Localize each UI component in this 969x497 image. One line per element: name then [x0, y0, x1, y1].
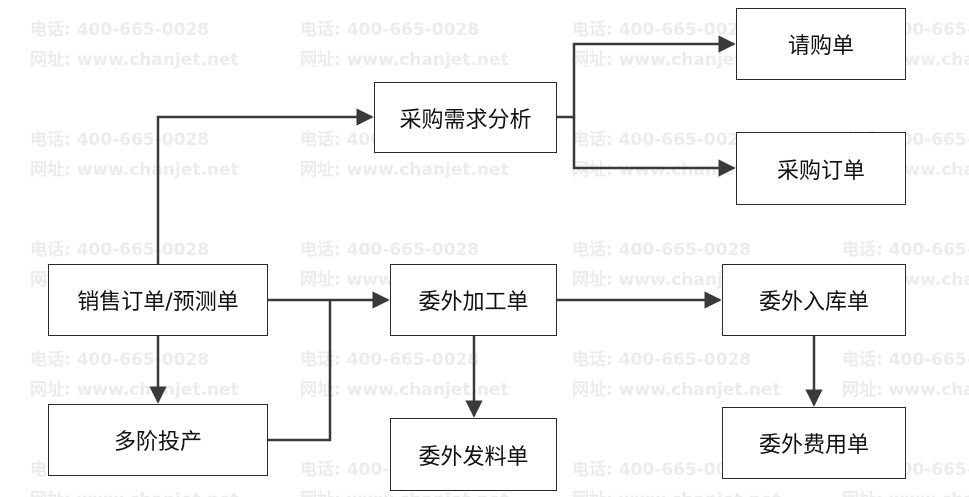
watermark-website: 网址: www.chanjet.net — [300, 490, 509, 497]
watermark-website: 网址: www.chanjet.net — [30, 160, 239, 180]
watermark-phone: 电话: 400-665-0028 — [300, 20, 480, 40]
edge-duojie-to-jiagong — [268, 300, 332, 442]
watermark-phone: 电话: 400-665-0028 — [30, 350, 210, 370]
edge-xuqiu-to-dingdan — [572, 117, 736, 177]
node-label: 销售订单/预测单 — [77, 290, 239, 315]
watermark-website: 网址: www.chanjet.net — [300, 160, 509, 180]
watermark-phone: 电话: 400-665-0028 — [30, 240, 210, 260]
watermark-phone: 电话: 400-665-0028 — [572, 240, 752, 260]
watermark-website: 网址: www.chanjet.net — [572, 50, 781, 70]
watermark-website: 网址: www.chanjet.net — [842, 380, 969, 400]
node-sales-order-forecast: 销售订单/预测单 — [48, 264, 268, 336]
edge-xuqiu-to-qinggou — [557, 35, 736, 119]
node-outsourcing-processing-order: 委外加工单 — [390, 264, 557, 336]
watermark-website: 网址: www.chanjet.net — [300, 50, 509, 70]
node-purchase-requirement-analysis: 采购需求分析 — [374, 82, 557, 153]
node-outsourcing-material-issue: 委外发料单 — [390, 418, 557, 491]
node-outsourcing-expense: 委外费用单 — [722, 407, 906, 479]
node-label: 委外加工单 — [418, 290, 529, 315]
watermark-phone: 电话: 400-665-0028 — [30, 20, 210, 40]
node-label: 委外费用单 — [758, 433, 869, 458]
watermark-phone: 电话: 400-665-0028 — [572, 460, 752, 480]
watermark-website: 网址: www.chanjet.net — [30, 380, 239, 400]
watermark-phone: 电话: 400-665-0028 — [842, 240, 969, 260]
node-purchase-requisition: 请购单 — [736, 8, 906, 80]
watermark-website: 网址: www.chanjet.net — [30, 490, 239, 497]
watermark-website: 网址: www.chanjet.net — [300, 380, 509, 400]
node-label: 委外入库单 — [758, 290, 869, 315]
node-multi-level-production: 多阶投产 — [48, 404, 268, 476]
watermark-website: 网址: www.chanjet.net — [572, 490, 781, 497]
watermark-phone: 电话: 400-665-0028 — [572, 350, 752, 370]
watermark-website: 网址: www.chanjet.net — [30, 50, 239, 70]
node-label: 委外发料单 — [418, 444, 529, 470]
node-label: 请购单 — [787, 34, 854, 59]
watermark-phone: 电话: 400-665-0028 — [572, 130, 752, 150]
watermark-website: 网址: www.chanjet.net — [842, 490, 969, 497]
node-outsourcing-receipt: 委外入库单 — [722, 264, 906, 336]
watermark-phone: 电话: 400-665-0028 — [300, 350, 480, 370]
watermark-phone: 电话: 400-665-0028 — [842, 350, 969, 370]
watermark-phone: 电话: 400-665-0028 — [30, 130, 210, 150]
node-label: 多阶投产 — [113, 430, 202, 455]
node-label: 采购需求分析 — [399, 107, 532, 133]
watermark-phone: 电话: 400-665-0028 — [300, 240, 480, 260]
watermark-website: 网址: www.chanjet.net — [572, 380, 781, 400]
node-label: 采购订单 — [776, 158, 865, 184]
node-purchase-order: 采购订单 — [736, 132, 906, 205]
watermark-phone: 电话: 400-665-0028 — [572, 20, 752, 40]
edge-xiaoshou-to-xuqiu — [156, 108, 374, 264]
